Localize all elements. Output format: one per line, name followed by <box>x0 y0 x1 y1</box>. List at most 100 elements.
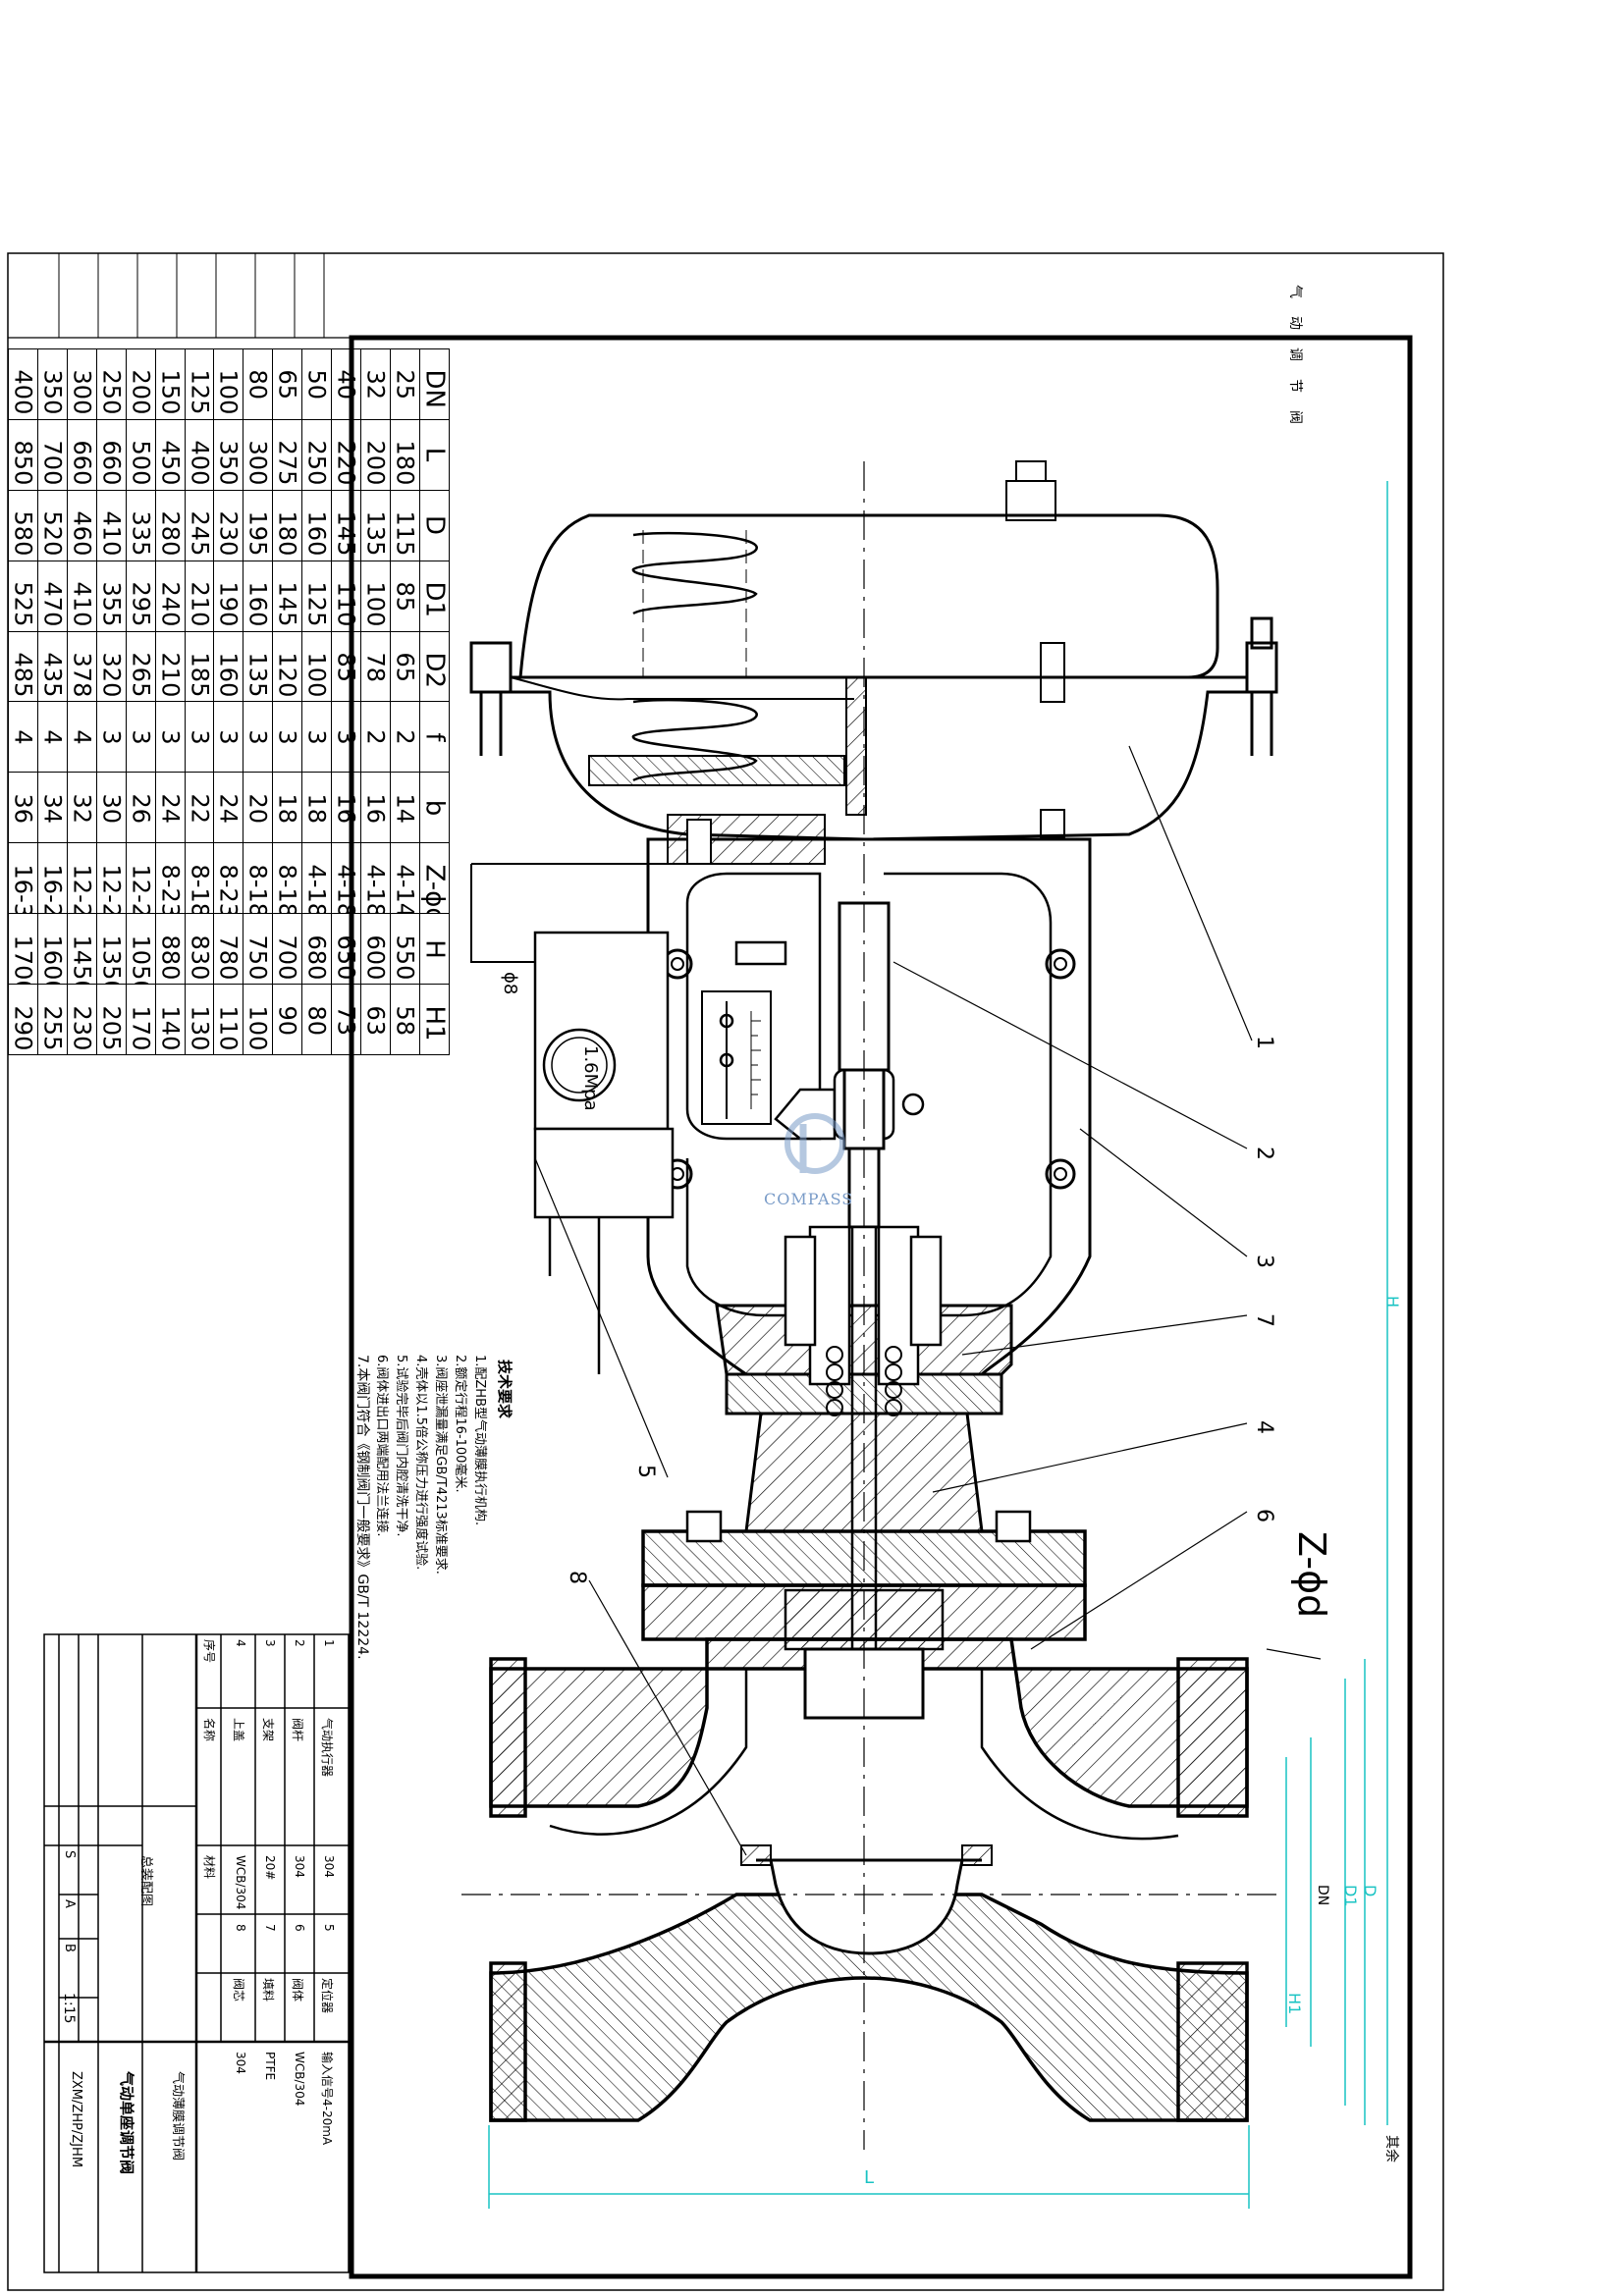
balloon-4: 4 <box>1252 1420 1276 1434</box>
dim-cell-text: 195 <box>243 510 272 557</box>
dim-cell-text: 1050 <box>127 934 155 985</box>
dim-value-cell: 355 <box>95 560 127 632</box>
dim-value-cell: 500 <box>125 418 156 491</box>
tech-req-3: 3.阀座泄漏量满足GB/T4213标准要求. <box>433 1355 448 1575</box>
dim-value-cell: 525 <box>8 560 38 632</box>
dim-value-cell: 145 <box>272 560 303 632</box>
dim-cell-text: 50 <box>302 369 331 400</box>
dim-cell-text: DN <box>419 369 450 409</box>
dim-value-cell: 80 <box>243 348 274 420</box>
dim-value-cell: 8-18 <box>184 842 215 915</box>
dim-value-cell: 220 <box>331 418 362 491</box>
dim-D-label: D <box>1361 1885 1380 1897</box>
dim-value-cell: 4-18 <box>360 842 391 915</box>
tech-req-4: 4.壳体以1.5倍公称压力进行强度试验. <box>413 1355 428 1571</box>
dim-value-cell: 200 <box>125 348 156 420</box>
dim-cell-text: 3 <box>273 729 301 745</box>
dim-cell-text: 24 <box>156 793 185 824</box>
dim-cell-text: 22 <box>185 793 213 824</box>
parts-material-1: 304 <box>322 1855 336 1878</box>
dim-cell-text: 30 <box>97 793 126 824</box>
dim-cell-text: 4-14 <box>391 864 419 914</box>
dim-value-cell: 14 <box>389 772 420 844</box>
dim-cell-text: 36 <box>9 793 37 824</box>
dim-cell-text: 25 <box>391 369 419 400</box>
parts-no-8: 8 <box>234 1924 247 1932</box>
dim-cell-text: 660 <box>68 440 96 486</box>
dim-value-cell: 320 <box>95 630 127 703</box>
dim-cell-text: 145 <box>332 510 360 557</box>
parts-header-name: 名称 <box>202 1718 216 1742</box>
dim-cell-text: 125 <box>302 581 331 627</box>
dim-value-cell: 73 <box>331 984 362 1055</box>
dim-value-cell: 378 <box>66 630 97 703</box>
dim-value-cell: 460 <box>66 489 97 561</box>
dim-value-cell: 145 <box>331 489 362 561</box>
dim-value-cell: 115 <box>389 489 420 561</box>
dim-value-cell: 3 <box>331 701 362 774</box>
dim-cell-text: 750 <box>243 934 272 980</box>
dim-value-cell: 135 <box>360 489 391 561</box>
dim-cell-text: 200 <box>127 369 155 415</box>
title-scale: 1:15 <box>61 1993 77 2024</box>
parts-name-7: 填料 <box>261 1978 275 2002</box>
parts-no-5: 5 <box>322 1924 336 1932</box>
dim-value-cell: 350 <box>36 348 68 420</box>
dim-value-cell: 410 <box>95 489 127 561</box>
dim-value-cell: 280 <box>154 489 186 561</box>
dim-value-cell: 22 <box>184 772 215 844</box>
dim-cell-text: 135 <box>243 652 272 698</box>
dim-value-cell: 350 <box>213 418 244 491</box>
dim-cell-text: 8-23 <box>214 864 243 914</box>
dim-value-cell: 3 <box>95 701 127 774</box>
pressure-gauge-label: 1.6Mpa <box>580 1045 601 1111</box>
dim-cell-text: 65 <box>391 652 419 683</box>
dim-cell-text: 265 <box>127 652 155 698</box>
dim-cell-text: 210 <box>185 581 213 627</box>
dim-cell-text: 320 <box>97 652 126 698</box>
watermark-text: COMPASS <box>764 1190 854 1208</box>
dim-value-cell: 2 <box>360 701 391 774</box>
dim-value-cell: 100 <box>243 984 274 1055</box>
dim-value-cell: 32 <box>66 772 97 844</box>
parts-material-4: WCB/304 <box>234 1855 247 1910</box>
dim-cell-text: 8-23 <box>156 864 185 914</box>
dim-cell-text: 350 <box>38 369 67 415</box>
dim-value-cell: 230 <box>213 489 244 561</box>
dim-cell-text: 100 <box>243 1005 272 1050</box>
dim-value-cell: 185 <box>184 630 215 703</box>
dim-value-cell: 80 <box>301 984 333 1055</box>
dim-cell-text: 78 <box>361 652 390 683</box>
dim-value-cell: 4-18 <box>301 842 333 915</box>
dim-value-cell: 4 <box>66 701 97 774</box>
tech-req-6: 6.阀体进出口两端配用法兰连接. <box>374 1355 389 1537</box>
dim-cell-text: 245 <box>185 510 213 557</box>
dim-value-cell: 4 <box>8 701 38 774</box>
dim-cell-text: 250 <box>302 440 331 486</box>
dim-cell-text: 4 <box>38 729 67 745</box>
dim-value-cell: 125 <box>301 560 333 632</box>
parts-material-5: 输入信号4-20mA <box>320 2052 334 2146</box>
dim-D1-label: D1 <box>1341 1885 1360 1907</box>
dim-value-cell: 2 <box>389 701 420 774</box>
dim-cell-text: 485 <box>9 652 37 698</box>
dim-cell-text: 3 <box>97 729 126 745</box>
parts-no-3: 3 <box>263 1639 277 1647</box>
dim-value-cell: 300 <box>66 348 97 420</box>
dim-value-cell: 250 <box>301 418 333 491</box>
dim-cell-text: 100 <box>361 581 390 627</box>
dim-cell-text: 16-30 <box>9 864 37 914</box>
parts-header-material: 材料 <box>202 1855 216 1880</box>
dim-value-cell: 4 <box>36 701 68 774</box>
dim-value-cell: 750 <box>243 913 274 986</box>
dim-value-cell: 4-18 <box>331 842 362 915</box>
dim-cell-text: 520 <box>38 510 67 557</box>
dim-cell-text: D <box>419 515 450 536</box>
dim-cell-text: 700 <box>273 934 301 980</box>
dim-header-cell: Z-ϕd <box>418 842 451 915</box>
dim-cell-text: 400 <box>9 369 37 415</box>
tech-req-2: 2.额定行程16-100毫米. <box>453 1355 467 1493</box>
right-margin-note: 其余 <box>1383 2135 1399 2163</box>
dim-value-cell: 8-18 <box>272 842 303 915</box>
dim-value-cell: 335 <box>125 489 156 561</box>
